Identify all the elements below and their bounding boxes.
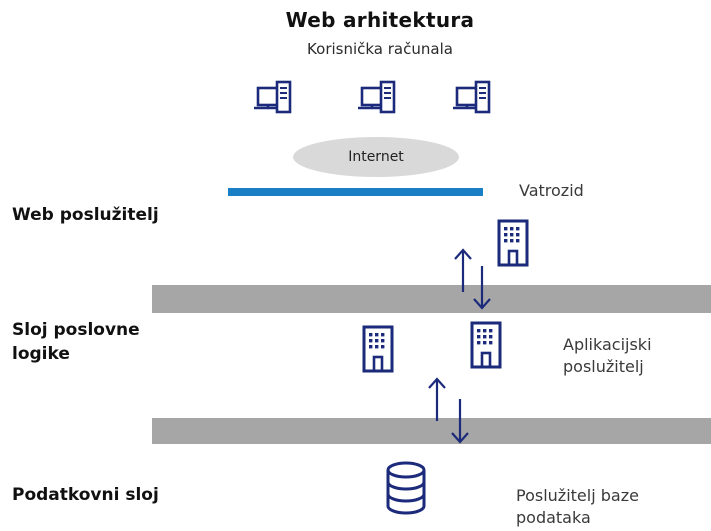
firewall-bar [228, 188, 483, 196]
clients-caption: Korisnička računala [307, 40, 453, 58]
computer-icon [451, 80, 491, 114]
layer-band-bottom [152, 418, 711, 444]
data-layer-label: Podatkovni sloj [12, 485, 159, 505]
up-arrow-icon [428, 377, 446, 421]
web-server-layer-label: Web poslužitelj [12, 205, 159, 225]
business-logic-label-line1: Sloj poslovne [12, 320, 140, 340]
computer-icon [356, 80, 396, 114]
internet-cloud [293, 137, 459, 177]
down-arrow-icon [473, 266, 491, 310]
building-icon [470, 321, 502, 369]
app-server-label-line2: poslužitelj [563, 357, 644, 376]
business-logic-label-line2: logike [12, 344, 70, 364]
firewall-label: Vatrozid [519, 181, 584, 200]
db-server-label: Poslužitelj baze podataka [516, 485, 639, 529]
up-arrow-icon [454, 248, 472, 292]
app-server-label-line1: Aplikacijski [563, 335, 652, 354]
db-server-label-line1: Poslužitelj baze [516, 486, 639, 505]
diagram-title: Web arhitektura [285, 8, 475, 32]
layer-band-top [152, 285, 711, 313]
internet-label: Internet [348, 149, 404, 165]
database-icon [386, 461, 426, 515]
app-server-label: Aplikacijski poslužitelj [563, 334, 652, 378]
down-arrow-icon [451, 399, 469, 444]
db-server-label-line2: podataka [516, 508, 591, 527]
computer-icon [252, 80, 292, 114]
business-logic-layer-label: Sloj poslovne logike [12, 318, 140, 366]
building-icon [362, 325, 394, 373]
building-icon [497, 219, 529, 267]
